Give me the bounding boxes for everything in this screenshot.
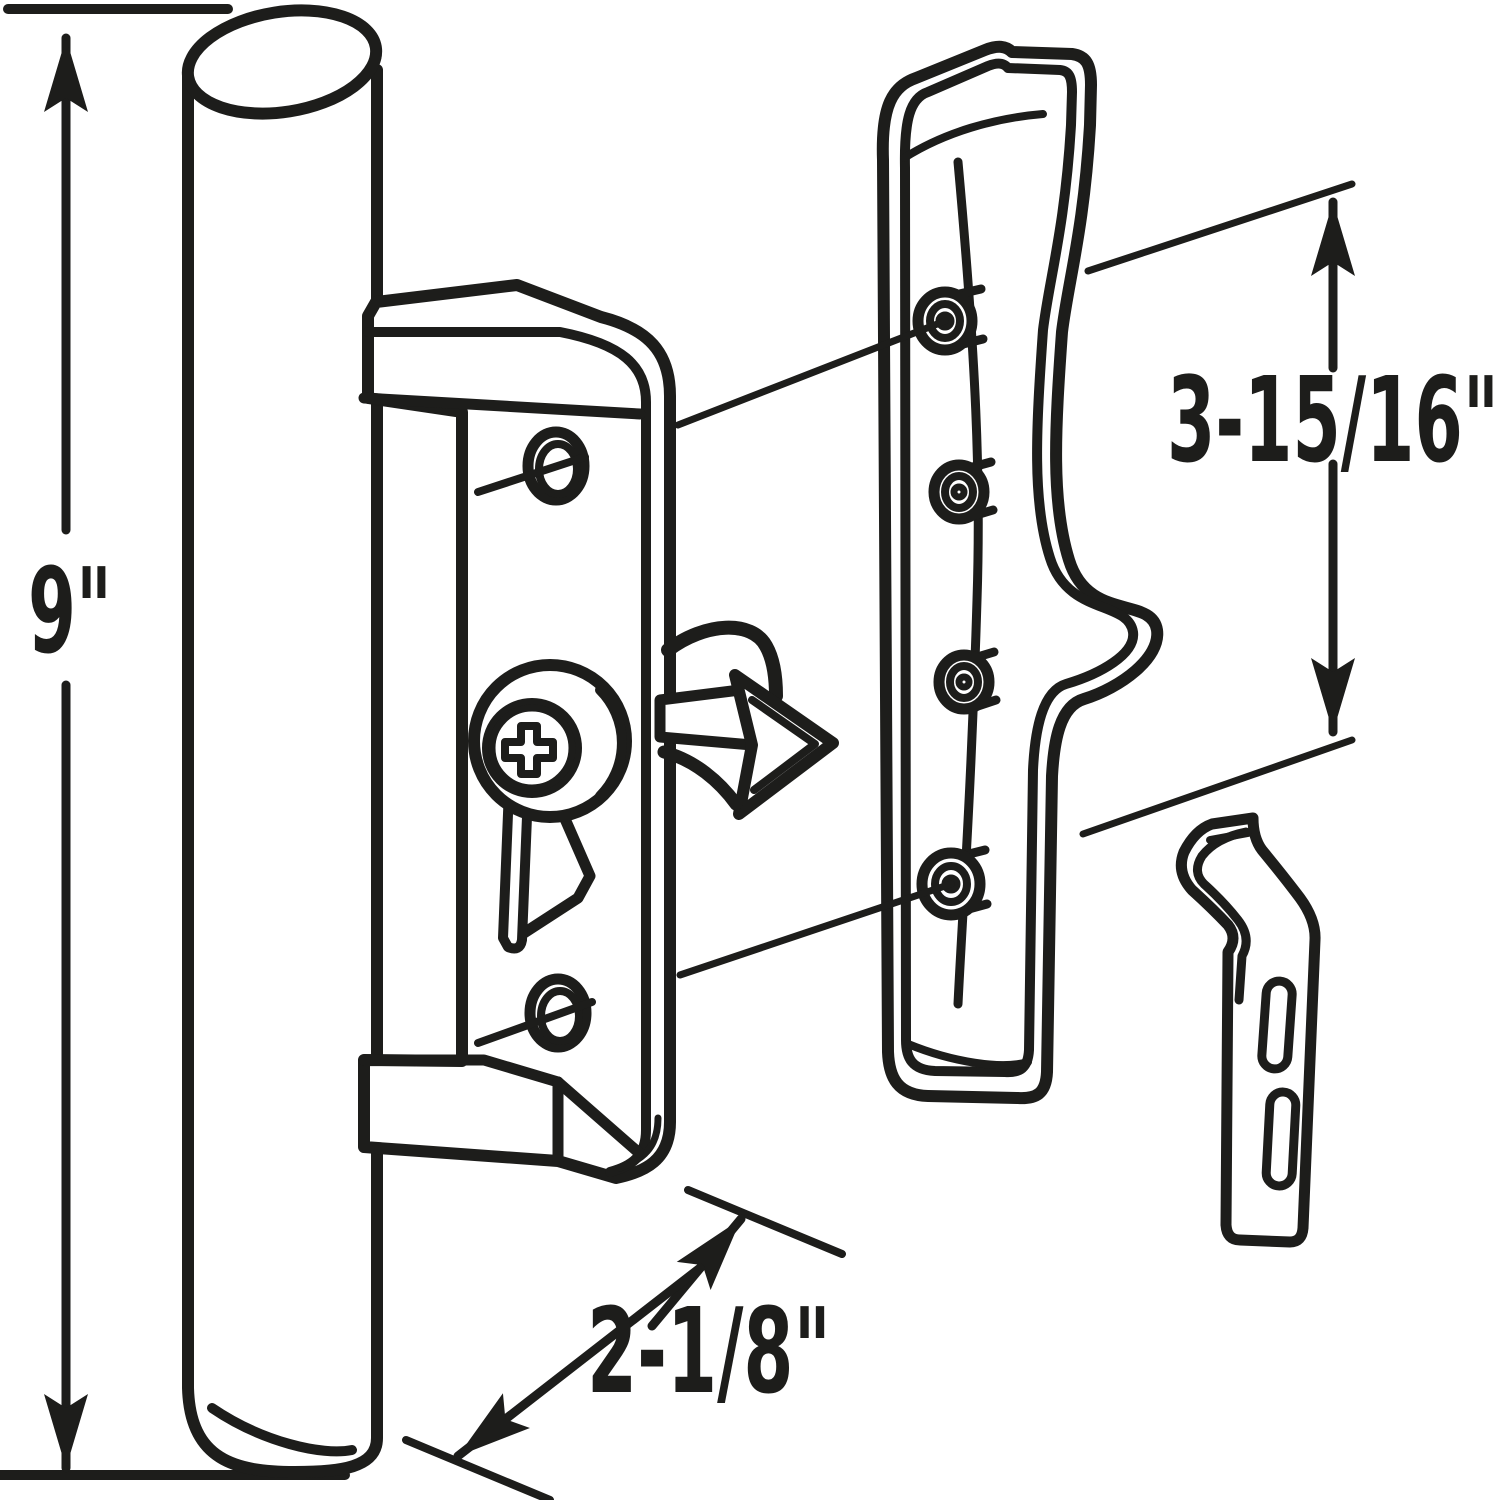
thumbturn-lock [468,659,632,954]
extension-line-top [1084,180,1356,275]
exterior-handle [876,40,1164,1105]
screw-boss-1 [912,284,988,356]
dimension-label-height: 9" [28,542,112,680]
screw-boss-2 [928,457,998,525]
handle-top-fold-line [900,110,1047,162]
tube-bottom-edge [207,1403,357,1457]
centerline-top [674,317,949,429]
phillips-screw-icon [501,722,557,778]
screw-slot-line [474,453,589,496]
centerline-bottom [676,880,955,979]
plate-screw-bottom [474,973,596,1053]
keeper-bracket [1175,812,1321,1248]
thumbturn-ring-inner [488,704,576,792]
handle-tube [181,4,383,1478]
top-bracket-bottom-edge [358,392,646,420]
keeper-slot-bottom [1261,1087,1301,1191]
keeper-tip-edge [1206,829,1252,844]
screw-boss-3 [933,647,1001,715]
dimension-label-hole-spacing: 3-15/16" [1167,351,1499,489]
handle-bottom-fold-line [904,1040,1032,1070]
tube-body [182,64,383,1478]
dimension-tick-upper [684,1186,846,1258]
dimension-hole-spacing: 3-15/16" [1079,180,1499,838]
dimension-height: 9" [0,4,350,1480]
keeper-slot-top [1257,976,1297,1074]
dimension-arrow-downleft [453,1263,705,1461]
plate-bottom-slant-edge [552,1076,644,1158]
thumbturn-depth-arc [595,685,627,801]
lock-lever-strip [498,784,533,954]
extension-line-bottom [1079,736,1356,838]
latch-arrowhead-fold [748,696,819,794]
dimension-label-offset: 2-1/8" [587,1282,831,1420]
latch-lower-band [657,745,743,811]
dimension-tick-lower [402,1436,554,1500]
tube-top-opening [181,4,383,120]
screw-slot-line [474,998,596,1047]
dimension-offset: 2-1/8" [402,1186,846,1500]
screw-centerlines [674,317,955,979]
plate-screw-top [474,426,590,506]
latch-arch [661,620,783,703]
keeper-hook-inner-line [1193,827,1251,1005]
exterior-handle-inner-line [899,58,1139,1078]
plate-thickness-line [616,1114,662,1172]
bottom-bracket-top-edge [358,1054,564,1088]
latch-hook [654,620,839,820]
